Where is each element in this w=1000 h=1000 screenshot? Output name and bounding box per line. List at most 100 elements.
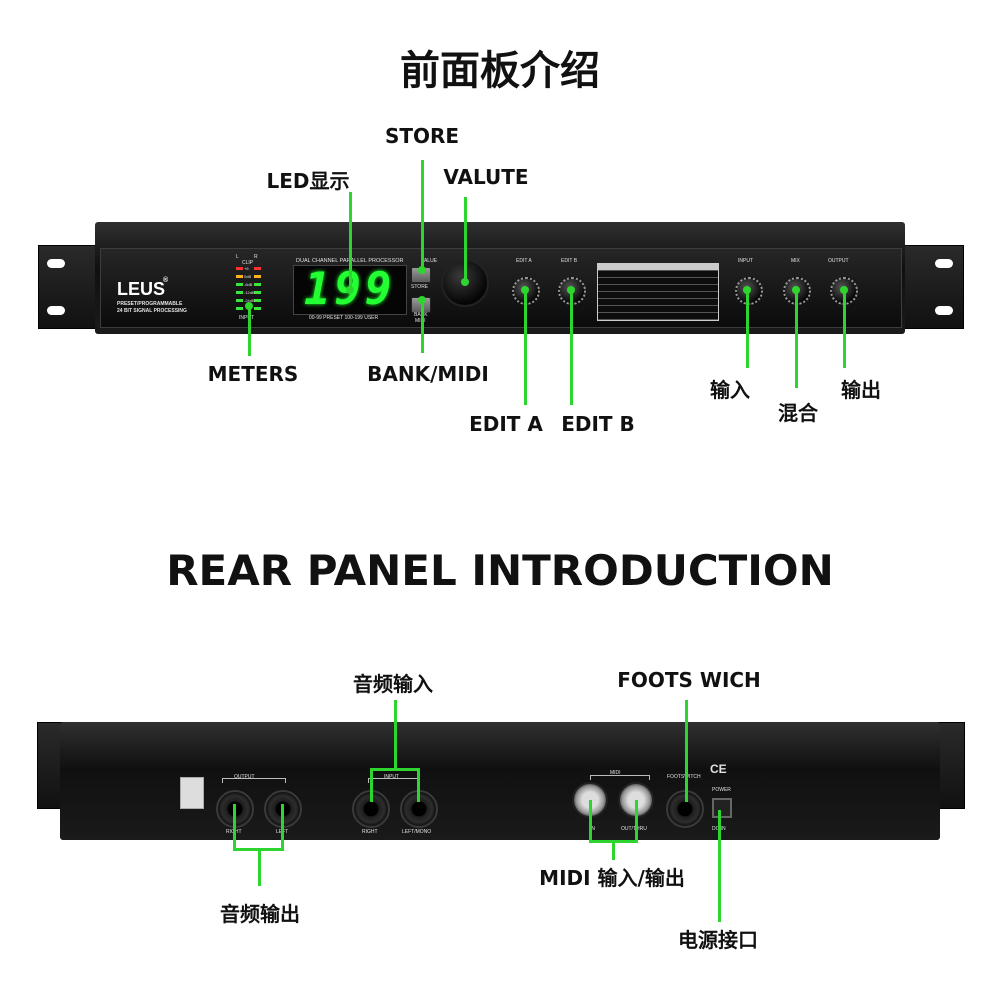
input-callout: 输入 [710, 378, 750, 402]
meters-callout-line [248, 306, 251, 356]
valute-callout: VALUTE [443, 165, 529, 189]
audio-output-callout-leg [281, 804, 284, 850]
led-display-callout-line [349, 192, 352, 290]
audio-input-callout-line [394, 700, 397, 770]
midi-label: MIDI [415, 318, 426, 324]
callout-dot [461, 278, 469, 286]
edit-b-callout: EDIT B [561, 412, 635, 436]
edit-a-callout: EDIT A [469, 412, 543, 436]
footswitch-callout-line [685, 700, 688, 802]
meter-led [254, 307, 261, 310]
callout-dot [792, 286, 800, 294]
output-bracket [222, 778, 286, 783]
program-table [597, 263, 719, 321]
store-callout-line [421, 160, 424, 270]
brand-logo: LEUS [117, 279, 166, 299]
input-left-mono-label: LEFT/MONO [402, 829, 432, 835]
store-button-label: STORE [411, 284, 429, 290]
rear-panel-title: REAR PANEL INTRODUCTION [166, 546, 834, 595]
meter-led [236, 299, 243, 302]
value-label: VALUE [421, 258, 438, 264]
midi-io-callout: MIDI 输入/输出 [539, 866, 685, 890]
meter-input-label: INPUT [239, 315, 254, 321]
display-caption: 00-99 PRESET 100-199 USER [309, 315, 379, 321]
callout-dot [346, 286, 354, 294]
front-panel-title: 前面板介绍 [400, 48, 600, 94]
callout-dot [521, 286, 529, 294]
meter-led [254, 283, 261, 286]
edit-a-callout-line [524, 290, 527, 405]
edit-b-knob-label: EDIT B [561, 258, 578, 264]
brand-subtitle-2: 24 BIT SIGNAL PROCESSING [117, 308, 187, 314]
audio-output-callout-leg [233, 804, 236, 850]
rack-slot-icon [47, 259, 65, 268]
callout-dot [245, 302, 253, 310]
valute-callout-line [464, 197, 467, 282]
footswitch-callout: FOOTS WICH [617, 668, 761, 692]
meter-level-label: -24dB [244, 298, 255, 303]
output-callout-line [843, 290, 846, 368]
callout-dot [567, 286, 575, 294]
midi-bracket [590, 775, 650, 780]
meter-led [236, 291, 243, 294]
mix-callout-line [795, 290, 798, 388]
front-faceplate: LEUS ® PRESET/PROGRAMMABLE 24 BIT SIGNAL… [100, 248, 902, 328]
meter-led [236, 267, 243, 270]
mix-callout: 混合 [778, 401, 818, 425]
edit-a-knob-label: EDIT A [516, 258, 532, 264]
meter-level-label: 0dB [244, 274, 252, 279]
rear-chassis: OUTPUT RIGHT LEFT INPUT RIGHT LEFT/MONO … [60, 722, 940, 840]
meter-led [236, 283, 243, 286]
meter-led [236, 307, 243, 310]
meter-clip-label: CLIP [242, 260, 254, 266]
meter-level-label: -12dB [244, 290, 255, 295]
input-bracket [368, 778, 420, 783]
power-callout-line [718, 810, 721, 922]
output-group-label: OUTPUT [234, 774, 255, 780]
input-right-label: RIGHT [362, 829, 378, 835]
rack-slot-icon [935, 306, 953, 315]
meter-led [254, 275, 261, 278]
bank-midi-callout-line [421, 300, 424, 353]
output-knob-label: OUTPUT [828, 258, 849, 264]
brand-subtitle-1: PRESET/PROGRAMMABLE [117, 301, 183, 307]
meter-led [236, 275, 243, 278]
input-callout-line [746, 290, 749, 368]
meter-led [254, 299, 261, 302]
meter-led [254, 267, 261, 270]
power-port-callout: 电源接口 [678, 928, 758, 952]
power-label: POWER [712, 787, 731, 793]
midi-group-label: MIDI [610, 770, 621, 776]
led-display-callout: LED显示 [266, 169, 350, 193]
midi-callout-leg [589, 800, 592, 842]
callout-dot [743, 286, 751, 294]
meter-r-label: R [254, 254, 258, 260]
midi-in-label: IN [590, 826, 595, 832]
meter-led [254, 291, 261, 294]
audio-output-callout-line [258, 848, 261, 886]
rack-slot-icon [935, 259, 953, 268]
bank-midi-callout: BANK/MIDI [367, 362, 489, 386]
rack-slot-icon [47, 306, 65, 315]
audio-input-callout-leg [417, 768, 420, 802]
edit-b-callout-line [570, 290, 573, 405]
power-dc-port[interactable] [712, 798, 732, 818]
registered-mark: ® [163, 277, 169, 284]
footswitch-label: FOOTSWITCH [667, 774, 701, 780]
meter-level-label: +6 [244, 266, 249, 271]
midi-callout-line [612, 840, 615, 860]
midi-out-thru-label: OUT/THRU [621, 826, 647, 832]
audio-input-callout: 音频输入 [353, 672, 433, 696]
audio-output-callout: 音频输出 [220, 902, 300, 926]
meters-callout: METERS [207, 362, 299, 386]
right-rack-ear [900, 245, 964, 329]
midi-callout-leg [635, 800, 638, 842]
callout-dot [840, 286, 848, 294]
input-group-label: INPUT [384, 774, 399, 780]
audio-input-callout-bar [370, 768, 420, 771]
audio-input-callout-leg [370, 768, 373, 802]
weee-icon [180, 777, 204, 809]
output-callout: 输出 [841, 378, 881, 402]
left-rack-ear [38, 245, 104, 329]
callout-dot [418, 266, 426, 274]
